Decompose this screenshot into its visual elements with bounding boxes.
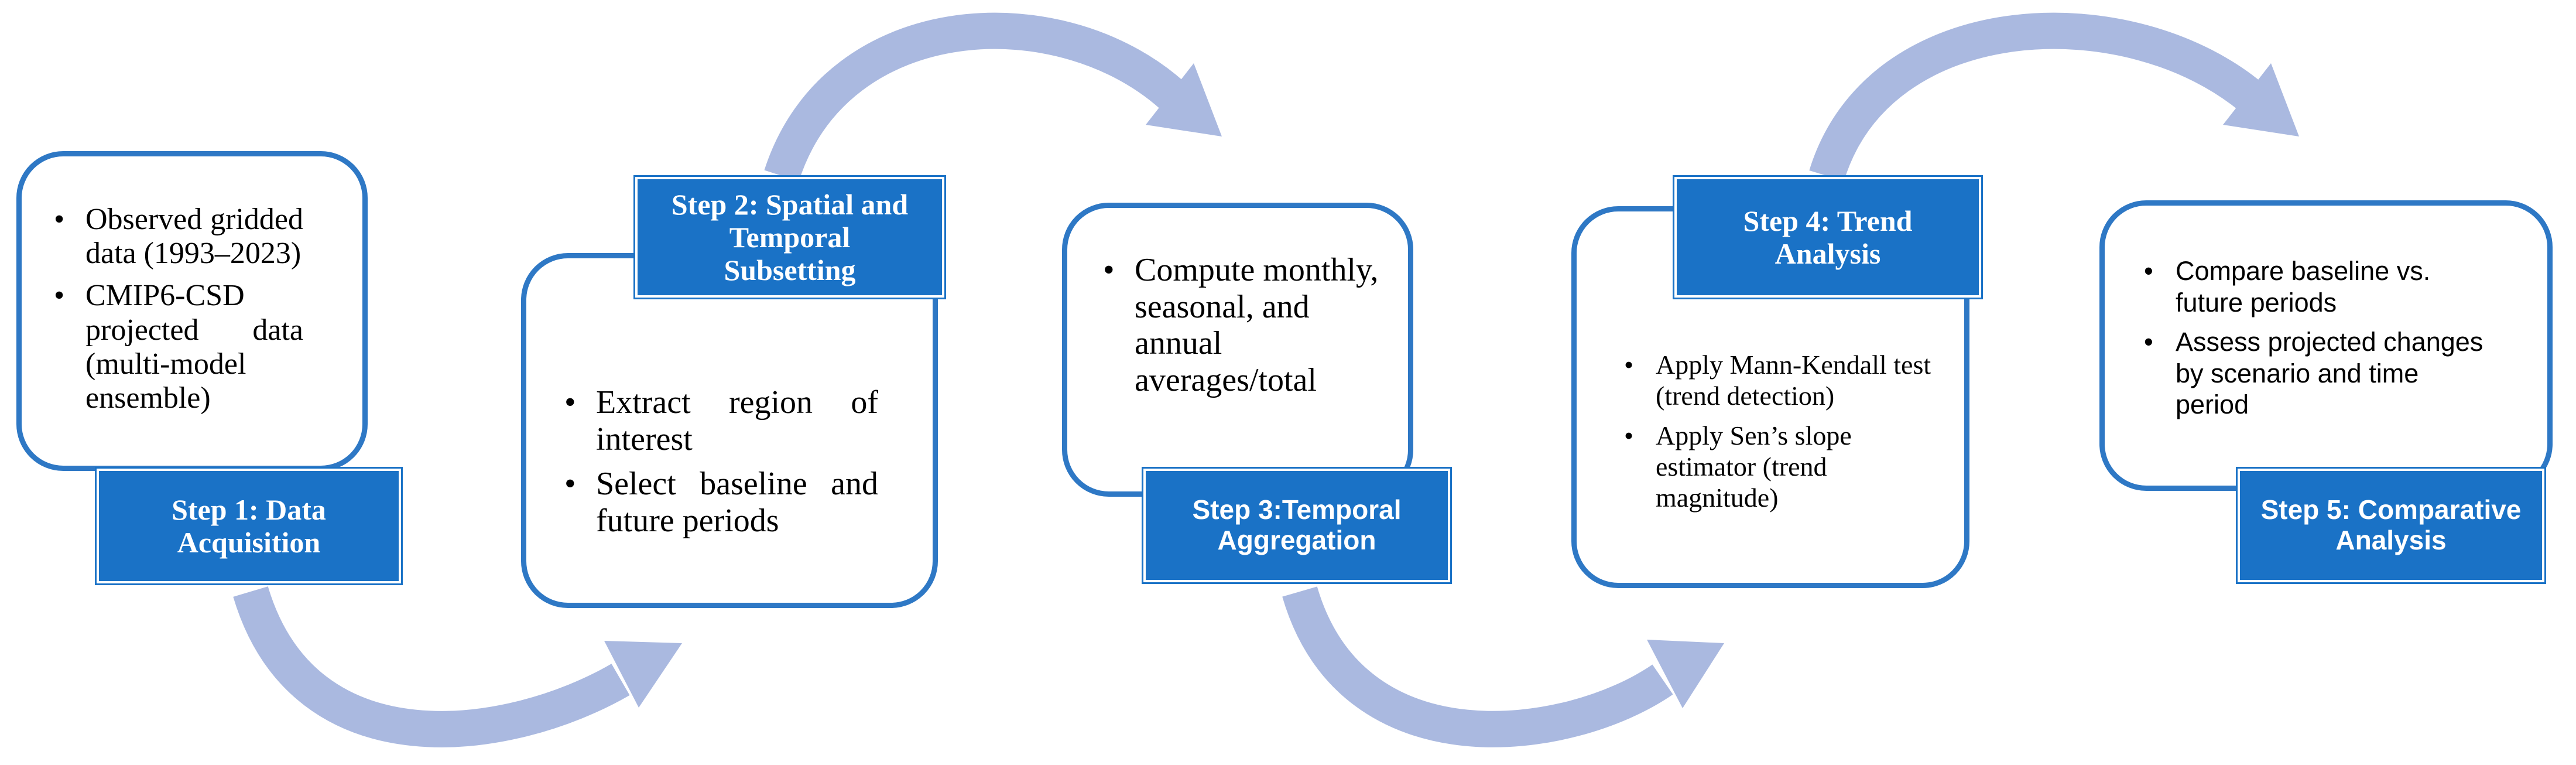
step4-bullet: Apply Sen’s slope estimator (trend magni… xyxy=(1622,420,1932,514)
step2-bullets: Extract region of interest Select baseli… xyxy=(562,384,878,539)
arrow-step3-to-step4 xyxy=(1282,586,1673,747)
step3-bullet: Compute monthly, seasonal, and annual av… xyxy=(1101,252,1393,399)
step5-bullets: Compare baseline vs. future periods Asse… xyxy=(2142,255,2493,421)
arrow-step4-to-step5 xyxy=(1809,12,2266,182)
step1-title: Step 1: Data Acquisition xyxy=(95,467,403,585)
arrowhead-step3-to-step4 xyxy=(1647,640,1724,708)
step1-bullet: Observed gridded data (1993–2023) xyxy=(52,203,303,271)
step4-bullets: Apply Mann-Kendall test (trend detection… xyxy=(1622,349,1932,514)
step1-bullets: Observed gridded data (1993–2023) CMIP6-… xyxy=(52,203,303,415)
step2-bullet: Select baseline and future periods xyxy=(562,466,878,539)
arrowhead-step4-to-step5 xyxy=(2223,63,2299,136)
arrowhead-step2-to-step3 xyxy=(1146,63,1222,136)
step5-bullet: Assess projected changes by scenario and… xyxy=(2142,326,2493,421)
arrow-step2-to-step3 xyxy=(764,12,1190,182)
arrowhead-step1-to-step2 xyxy=(604,641,682,708)
step2-bullet: Extract region of interest xyxy=(562,384,878,457)
step1-bullet: CMIP6-CSD projected data (multi-model en… xyxy=(52,279,303,415)
step5-title: Step 5: Comparative Analysis xyxy=(2236,467,2546,584)
step5-bullet: Compare baseline vs. future periods xyxy=(2142,255,2493,318)
step3-bullets: Compute monthly, seasonal, and annual av… xyxy=(1101,252,1393,399)
step4-bullet: Apply Mann-Kendall test (trend detection… xyxy=(1622,349,1932,412)
step3-title: Step 3:Temporal Aggregation xyxy=(1142,467,1452,584)
step2-title: Step 2: Spatial and Temporal Subsetting xyxy=(633,175,946,299)
arrow-step1-to-step2 xyxy=(233,586,630,747)
step4-title: Step 4: Trend Analysis xyxy=(1673,175,1983,299)
